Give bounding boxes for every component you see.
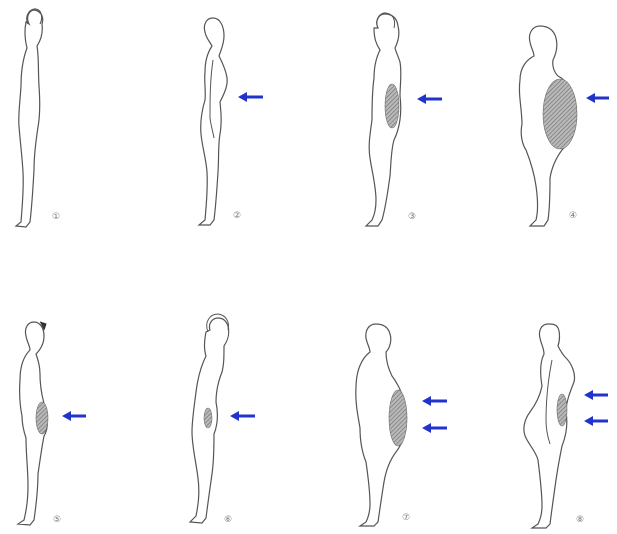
arrow-icon xyxy=(417,94,442,104)
arrow-icon xyxy=(230,411,255,421)
figure-7: ⑦ xyxy=(356,324,447,526)
figure-5-shaded-abdomen xyxy=(36,402,48,434)
figure-5: ⑤ xyxy=(18,322,86,525)
arrow-icon xyxy=(586,93,609,103)
arrow-icon xyxy=(62,411,86,421)
figure-8-label: ⑧ xyxy=(576,515,584,525)
figure-8-silhouette xyxy=(524,324,575,528)
figure-8: ⑧ xyxy=(524,324,608,528)
figure-4: ④ xyxy=(519,26,609,226)
figure-1-silhouette xyxy=(16,10,43,227)
figure-6-label: ⑥ xyxy=(224,515,232,525)
figure-2-silhouette xyxy=(199,18,227,225)
figure-1: ① xyxy=(16,9,60,227)
figure-7-label: ⑦ xyxy=(402,513,410,523)
arrow-icon xyxy=(422,396,447,406)
figure-4-shaded-abdomen xyxy=(543,79,577,149)
figure-8-arm xyxy=(546,360,552,444)
figure-3-shaded-abdomen xyxy=(385,84,399,128)
figure-6-shaded-abdomen xyxy=(204,408,212,428)
arrow-icon xyxy=(422,423,447,433)
figure-3-arm xyxy=(377,13,395,28)
figure-6: ⑥ xyxy=(190,314,255,525)
arrow-icon xyxy=(584,416,608,426)
figure-8-shaded-abdomen xyxy=(557,394,567,426)
figure-2-label: ② xyxy=(233,211,241,221)
figure-3-label: ③ xyxy=(408,212,416,222)
figure-7-shaded-abdomen xyxy=(389,390,407,446)
figure-1-label: ① xyxy=(52,212,60,222)
arrow-icon xyxy=(584,390,608,400)
figure-4-label: ④ xyxy=(569,211,577,221)
figure-2: ② xyxy=(199,18,263,225)
figure-2-arm xyxy=(210,60,214,138)
arrow-icon xyxy=(238,92,263,102)
figure-5-label: ⑤ xyxy=(53,515,61,525)
figure-3: ③ xyxy=(366,13,442,226)
figure-1-arm xyxy=(27,9,42,24)
